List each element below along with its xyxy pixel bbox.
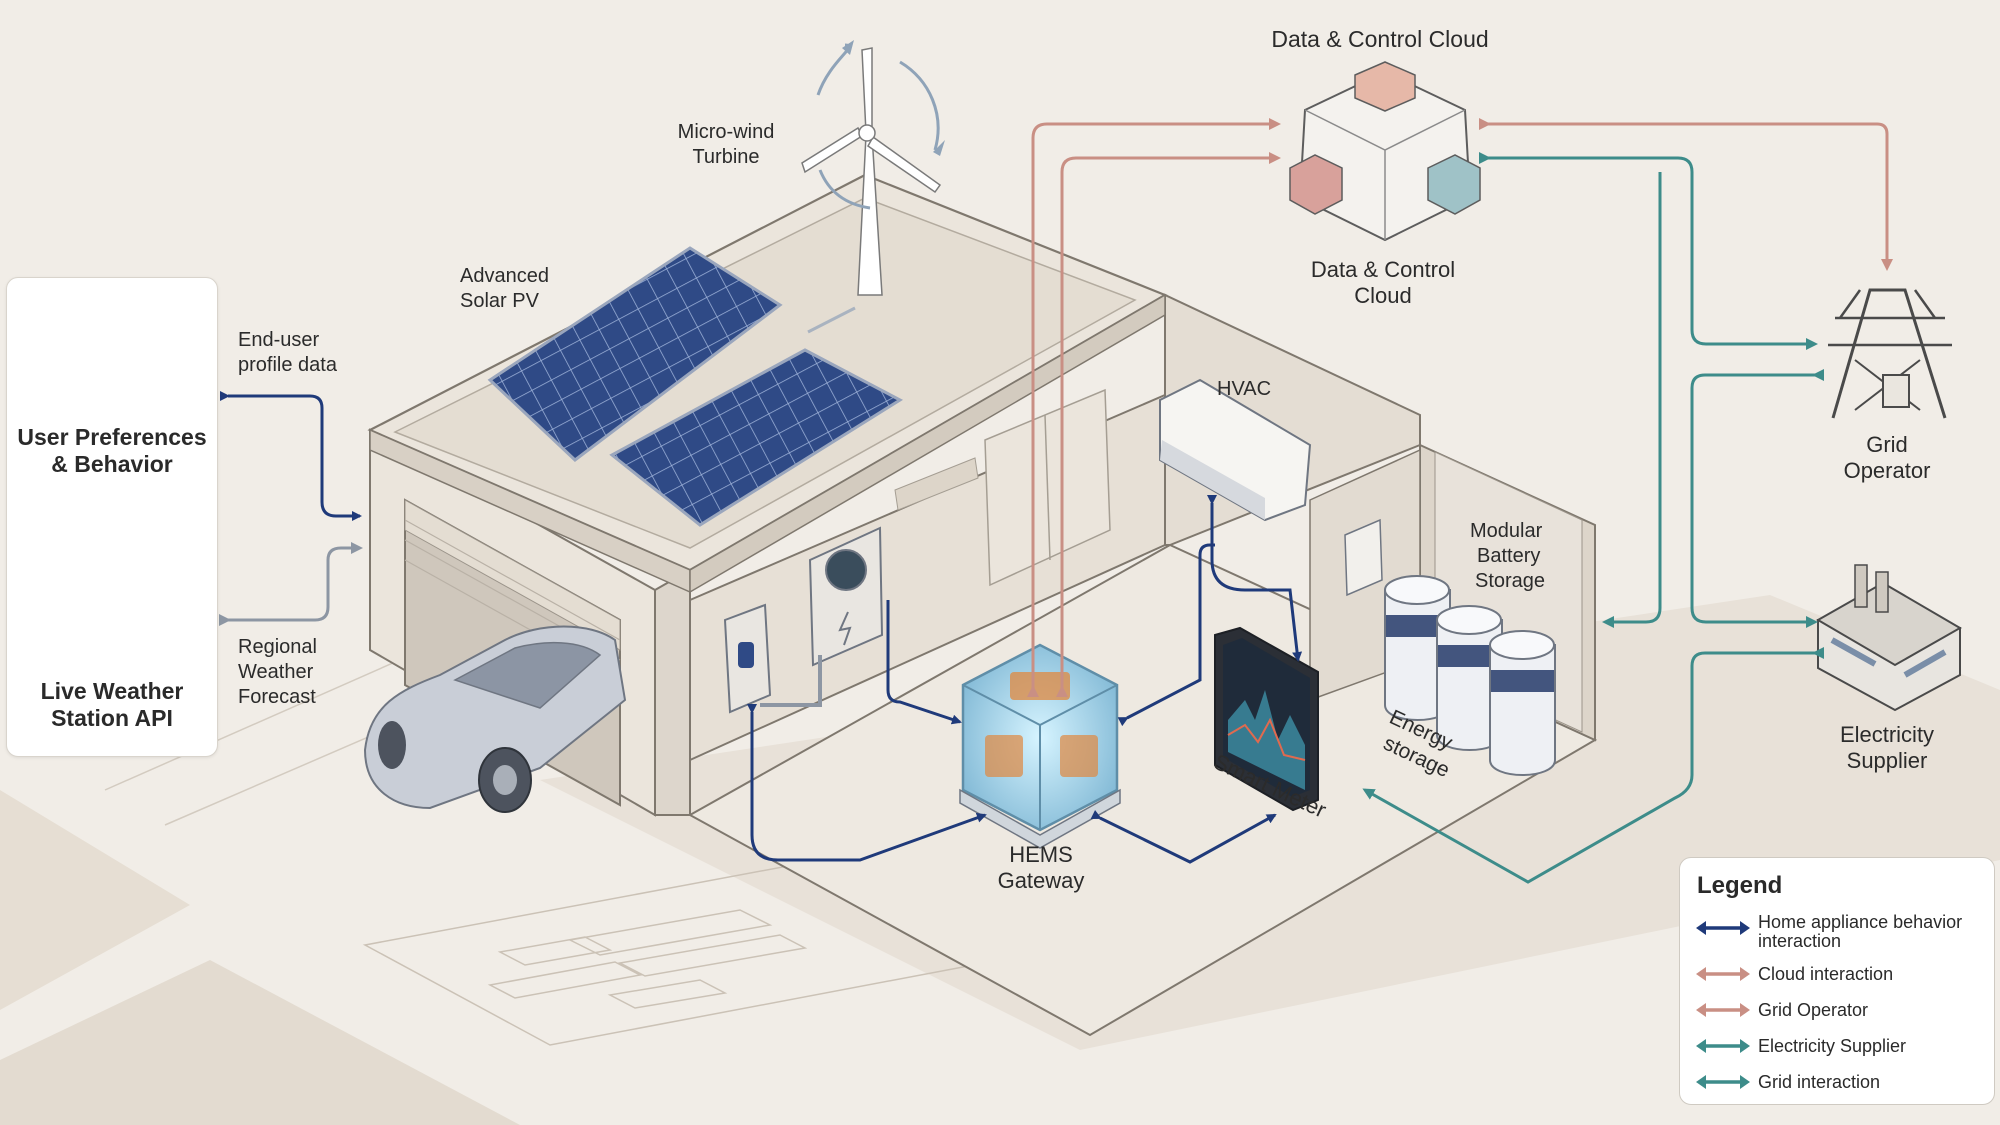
- legend-navy-arrow-icon: [1694, 913, 1754, 943]
- legend-teal-arrow-icon: [1694, 1073, 1754, 1103]
- grid-operator-pylon-icon: [1828, 290, 1952, 418]
- grid-operator-label-line1: Grid: [1866, 432, 1908, 457]
- hems-label-line1: HEMS: [1009, 842, 1073, 867]
- enduser-label-line1: End-user: [238, 329, 319, 351]
- enduser-label-line2: profile data: [238, 354, 338, 376]
- cloud-label-line2: Cloud: [1354, 283, 1411, 308]
- top-cloud-title: Data & Control Cloud: [1271, 26, 1488, 52]
- legend-title: Legend: [1697, 872, 1782, 900]
- user-preferences-label: User Preferences & Behavior: [7, 424, 217, 478]
- battery-label-line3: Storage: [1475, 570, 1545, 592]
- legend-item-electricity-supplier: Electricity Supplier: [1694, 1037, 1984, 1073]
- hems-label-line2: Gateway: [998, 868, 1085, 893]
- battery-label-line1: Modular: [1470, 520, 1543, 542]
- forecast-label-line1: Regional: [238, 636, 317, 658]
- inputs-panel: User Preferences & Behavior Live Weather…: [6, 277, 218, 757]
- weather-api-label: Live Weather Station API: [7, 678, 217, 732]
- legend-item-grid-operator: Grid Operator: [1694, 1001, 1984, 1037]
- hvac-label: HVAC: [1217, 378, 1271, 400]
- legend-label: Home appliance behavior interaction: [1758, 913, 1988, 951]
- legend-item-grid-interaction: Grid interaction: [1694, 1073, 1984, 1109]
- micro-wind-label-line1: Micro-wind: [678, 121, 775, 143]
- battery-label-line2: Battery: [1477, 545, 1540, 567]
- legend-label: Grid interaction: [1758, 1073, 1988, 1092]
- electricity-supplier-label-line1: Electricity: [1840, 722, 1934, 747]
- legend-label: Grid Operator: [1758, 1001, 1988, 1020]
- cloud-label-line1: Data & Control: [1311, 257, 1455, 282]
- legend-pink-arrow-icon: [1694, 1001, 1754, 1031]
- legend-box: Legend Home appliance behavior interacti…: [1679, 857, 1995, 1105]
- micro-wind-label-line2: Turbine: [692, 146, 759, 168]
- forecast-label-line2: Weather: [238, 661, 314, 683]
- forecast-label-line3: Forecast: [238, 686, 316, 708]
- ev-charger-icon: [725, 605, 770, 712]
- grid-operator-label-line2: Operator: [1844, 458, 1931, 483]
- solar-label-line1: Advanced: [460, 265, 549, 287]
- legend-label: Electricity Supplier: [1758, 1037, 1988, 1056]
- legend-item-cloud: Cloud interaction: [1694, 965, 1984, 1001]
- solar-label-line2: Solar PV: [460, 290, 540, 312]
- legend-item-home-appliance: Home appliance behavior interaction: [1694, 913, 1984, 949]
- legend-label: Cloud interaction: [1758, 965, 1988, 984]
- cloud-hub-icon: [1290, 62, 1480, 240]
- electricity-supplier-label-line2: Supplier: [1847, 748, 1928, 773]
- legend-teal-arrow-icon: [1694, 1037, 1754, 1067]
- weather-input-flow: [228, 548, 360, 620]
- legend-pink-arrow-icon: [1694, 965, 1754, 995]
